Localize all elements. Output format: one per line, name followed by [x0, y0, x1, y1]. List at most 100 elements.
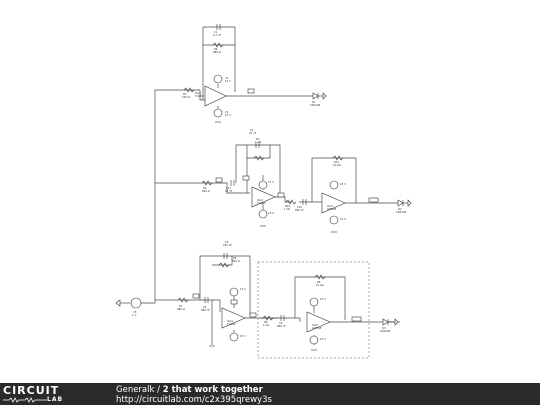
svg-text:D2: D2	[398, 207, 402, 211]
resistor-r8[interactable]: R8 10 kΩ	[314, 274, 326, 287]
resistor-r5[interactable]: R5 820 Ω	[218, 256, 240, 268]
supply-oa5-neg[interactable]: 15 V	[309, 335, 326, 351]
svg-text:V1: V1	[225, 76, 229, 80]
svg-text:D1: D1	[312, 100, 316, 104]
probe-bot-node[interactable]	[230, 299, 238, 305]
svg-text:47 nF: 47 nF	[249, 131, 257, 135]
supply-oa2-pos[interactable]: 15 V	[258, 180, 274, 190]
supply-oa3-neg[interactable]: 15 V	[329, 215, 346, 233]
svg-text:1 V: 1 V	[132, 313, 136, 317]
svg-text:4.7 nF: 4.7 nF	[213, 33, 222, 37]
probe-mid-node[interactable]	[242, 175, 250, 181]
svg-text:C5: C5	[225, 240, 229, 244]
probe-top[interactable]	[247, 88, 255, 94]
svg-text:15 V: 15 V	[225, 113, 231, 117]
svg-text:R10: R10	[285, 204, 290, 208]
supply-oa4-neg[interactable]: 15 V	[209, 332, 246, 347]
resistor-r9[interactable]: R9 1 kΩ	[262, 315, 274, 327]
svg-text:V2: V2	[225, 110, 229, 114]
svg-text:47 nF: 47 nF	[225, 189, 233, 193]
supply-v1[interactable]: V1 15 V	[213, 74, 231, 84]
svg-text:R3: R3	[256, 137, 260, 141]
svg-text:R4: R4	[203, 186, 207, 190]
capacitor-c1[interactable]: C1 4.7 nF	[213, 24, 222, 37]
svg-text:R5: R5	[233, 256, 237, 260]
supply-oa2-neg[interactable]: 15 V	[258, 209, 274, 227]
probe-bot-in[interactable]	[192, 293, 200, 299]
resistor-r10[interactable]: R10 1 kΩ	[284, 199, 297, 211]
supply-v2[interactable]: V2 15 V	[213, 108, 231, 123]
svg-text:680 nF: 680 nF	[201, 308, 210, 312]
circuit-url[interactable]: http://circuitlab.com/c2x395qrewy3s	[116, 395, 272, 405]
svg-text:15 V: 15 V	[268, 180, 274, 184]
capacitor-c4[interactable]: C4 680 nF	[201, 297, 210, 312]
author-link[interactable]: Generalk	[116, 385, 155, 395]
svg-text:680 nF: 680 nF	[295, 208, 304, 212]
svg-text:C11: C11	[226, 186, 231, 190]
svg-text:V3: V3	[133, 310, 137, 314]
svg-text:15 V: 15 V	[340, 182, 346, 186]
capacitor-c5[interactable]: C5 220 nF	[223, 240, 232, 259]
resistor-r7[interactable]: R7 680 Ω	[177, 297, 189, 311]
source-v3[interactable]: V3 1 V	[115, 297, 142, 317]
circuit-title[interactable]: 2 that work together	[162, 385, 263, 395]
supply-oa3-pos[interactable]: 15 V	[329, 180, 346, 190]
resistor-r6[interactable]: R6 680 Ω	[212, 42, 224, 54]
svg-text:R7: R7	[179, 304, 183, 308]
svg-text:D3: D3	[382, 326, 386, 330]
diode-d2[interactable]: D2 1N4148	[396, 199, 412, 214]
resistor-r4[interactable]: R4 820 Ω	[201, 180, 213, 193]
probe-mid-final[interactable]	[368, 197, 379, 203]
capacitor-c9[interactable]: C9 680 nF	[277, 315, 286, 328]
schematic-svg: C1 4.7 nF R6 680 Ω R1 100 Ω OA1 TL082 V1…	[115, 24, 412, 359]
svg-text:C3: C3	[250, 128, 254, 132]
opamp-oa3[interactable]: OA3 LM358	[321, 192, 346, 214]
svg-text:TL082: TL082	[194, 94, 204, 98]
schematic-canvas[interactable]: C1 4.7 nF R6 680 Ω R1 100 Ω OA1 TL082 V1…	[0, 0, 540, 383]
svg-text:15 V: 15 V	[340, 217, 346, 221]
svg-text:C9: C9	[279, 321, 283, 325]
svg-text:1N4148: 1N4148	[310, 103, 321, 107]
circuitlab-logo[interactable]: CIRCUIT LAB	[3, 385, 93, 403]
svg-text:1 kΩ: 1 kΩ	[255, 140, 261, 144]
opamp-oa4[interactable]: OA4 TL082	[221, 307, 246, 329]
svg-text:C10: C10	[297, 205, 302, 209]
svg-text:R11: R11	[334, 160, 339, 164]
opamp-oa2[interactable]: OA2 TL082	[251, 186, 276, 208]
svg-text:680 Ω: 680 Ω	[213, 50, 221, 54]
diode-d1[interactable]: D1 1N4148	[310, 92, 327, 107]
probe-bot-out[interactable]	[249, 312, 257, 318]
opamp-oa1[interactable]: OA1 TL082	[194, 85, 227, 107]
svg-text:680 Ω: 680 Ω	[177, 307, 185, 311]
capacitor-c11[interactable]: C11 47 nF	[225, 180, 235, 193]
svg-text:220 nF: 220 nF	[223, 243, 232, 247]
svg-text:C1: C1	[214, 30, 218, 34]
logo-brand: CIRCUIT	[3, 384, 60, 397]
capacitor-c3[interactable]: C3 47 nF	[249, 128, 260, 148]
diode-d3[interactable]: D3 1N4148	[380, 318, 399, 333]
supply-oa4-pos[interactable]: 15 V	[229, 287, 246, 297]
svg-text:680 nF: 680 nF	[277, 324, 286, 328]
capacitor-c10[interactable]: C10 680 nF	[295, 199, 307, 212]
svg-text:820 Ω: 820 Ω	[202, 189, 210, 193]
region-box	[257, 261, 370, 359]
logo-squiggle-icon	[3, 397, 47, 403]
title-separator: /	[157, 385, 160, 395]
probe-bot-final[interactable]	[351, 316, 362, 322]
svg-text:TL082: TL082	[226, 322, 236, 326]
resistor-r11[interactable]: R11 10 kΩ	[332, 155, 344, 167]
resistor-r1[interactable]: R1 100 Ω	[182, 87, 195, 99]
probe-mid-out[interactable]	[277, 192, 285, 198]
svg-text:1 kΩ: 1 kΩ	[284, 207, 290, 211]
svg-text:OA1: OA1	[195, 91, 201, 95]
probe-mid-in[interactable]	[215, 177, 223, 183]
svg-text:1N4148: 1N4148	[396, 210, 407, 214]
resistor-r3[interactable]: R3 1 kΩ	[253, 137, 265, 161]
svg-text:15 V: 15 V	[268, 211, 274, 215]
svg-text:LM358: LM358	[327, 207, 337, 211]
footer-bar: CIRCUIT LAB Generalk / 2 that work toget…	[0, 383, 540, 405]
opamp-oa5[interactable]: OA5 LM358	[306, 311, 331, 333]
svg-text:C4: C4	[203, 305, 207, 309]
supply-oa5-pos[interactable]: 15 V	[309, 297, 326, 307]
svg-text:OA3: OA3	[327, 204, 333, 208]
